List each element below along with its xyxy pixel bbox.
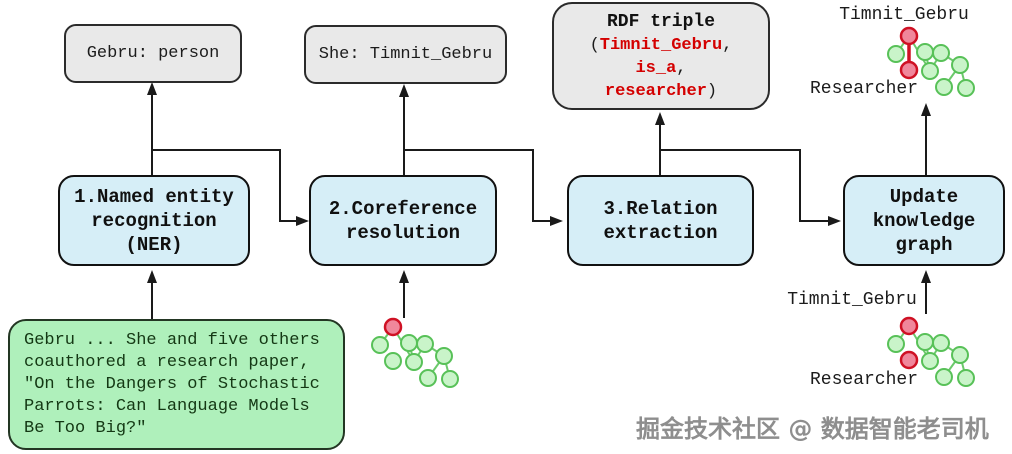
rdf-triple-predicate-line: is_a, xyxy=(635,57,686,80)
output-box-coreference: She: Timnit_Gebru xyxy=(304,25,507,84)
rdf-subject: Timnit_Gebru xyxy=(599,36,723,55)
rdf-comma: , xyxy=(676,59,687,78)
kg-entity-label-top: Timnit_Gebru xyxy=(839,5,969,25)
kg-class-label-top: Researcher xyxy=(809,79,919,99)
connector-lines xyxy=(151,85,927,319)
rdf-close-paren: ) xyxy=(706,82,718,101)
coreference-cluster-graph xyxy=(371,317,459,388)
rdf-open-paren: ( xyxy=(589,36,600,55)
rdf-comma: , xyxy=(722,36,733,55)
ner-output-text: Gebru: person xyxy=(86,44,220,63)
step-box-coreference-resolution: 2.Coreference resolution xyxy=(309,175,497,266)
kg-class-label-bottom: Researcher xyxy=(809,370,919,390)
rdf-triple-subject-line: (Timnit_Gebru, xyxy=(590,34,733,57)
coref-output-text: She: Timnit_Gebru xyxy=(318,45,493,64)
rdf-predicate: is_a xyxy=(635,59,677,78)
knowledge-graph-current xyxy=(887,316,975,387)
rdf-triple-title: RDF triple xyxy=(606,12,716,32)
step-box-named-entity-recognition: 1.Named entity recognition (NER) xyxy=(58,175,250,266)
output-box-rdf-triple: RDF triple (Timnit_Gebru, is_a, research… xyxy=(552,2,770,110)
knowledge-graph-updated xyxy=(887,26,975,97)
step-box-relation-extraction: 3.Relation extraction xyxy=(567,175,754,266)
step-box-update-knowledge-graph: Update knowledge graph xyxy=(843,175,1005,266)
input-text-box: Gebru ... She and five others coauthored… xyxy=(8,319,345,450)
connector-arrowheads xyxy=(147,82,931,283)
rdf-object: researcher xyxy=(604,82,707,101)
watermark-text: 掘金技术社区 @ 数据智能老司机 xyxy=(636,415,989,443)
output-box-ner: Gebru: person xyxy=(64,24,242,83)
kg-entity-label-bottom: Timnit_Gebru xyxy=(787,290,917,310)
rdf-triple-object-line: researcher) xyxy=(605,80,717,103)
